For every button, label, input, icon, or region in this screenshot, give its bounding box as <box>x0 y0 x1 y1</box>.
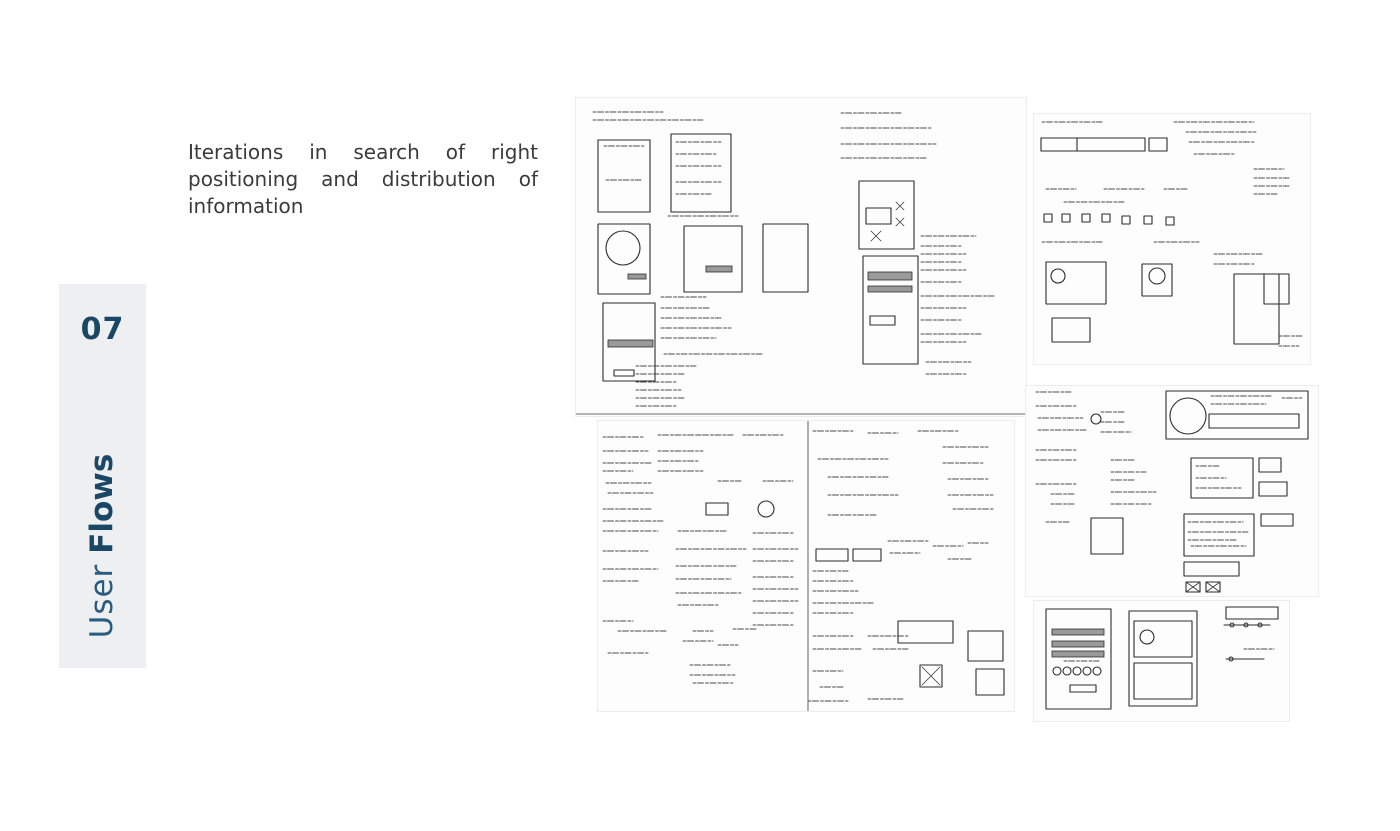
search-bar-2-sketch-drawing <box>1045 606 1279 710</box>
sketch-search-bar-1 <box>1033 113 1311 365</box>
sketch-flow-1 <box>597 420 1015 712</box>
section-tab: 07 User Flows <box>59 284 146 668</box>
description-text: Iterations in search of right positionin… <box>188 140 538 218</box>
sketch-home-page <box>1025 385 1319 597</box>
flow-sketch-drawing <box>602 421 1005 711</box>
home-page-sketch-drawing <box>1035 390 1309 593</box>
sketch-search-bar-2 <box>1033 600 1290 722</box>
section-title-bold: Flows <box>84 453 120 554</box>
wireframe-sketch-drawing <box>576 111 1026 415</box>
section-title: User Flows <box>84 454 120 639</box>
sketch-wireframes-1 <box>575 97 1027 417</box>
section-number: 07 <box>80 312 125 347</box>
section-title-light: User <box>84 563 120 639</box>
search-bar-sketch-drawing <box>1040 121 1305 347</box>
